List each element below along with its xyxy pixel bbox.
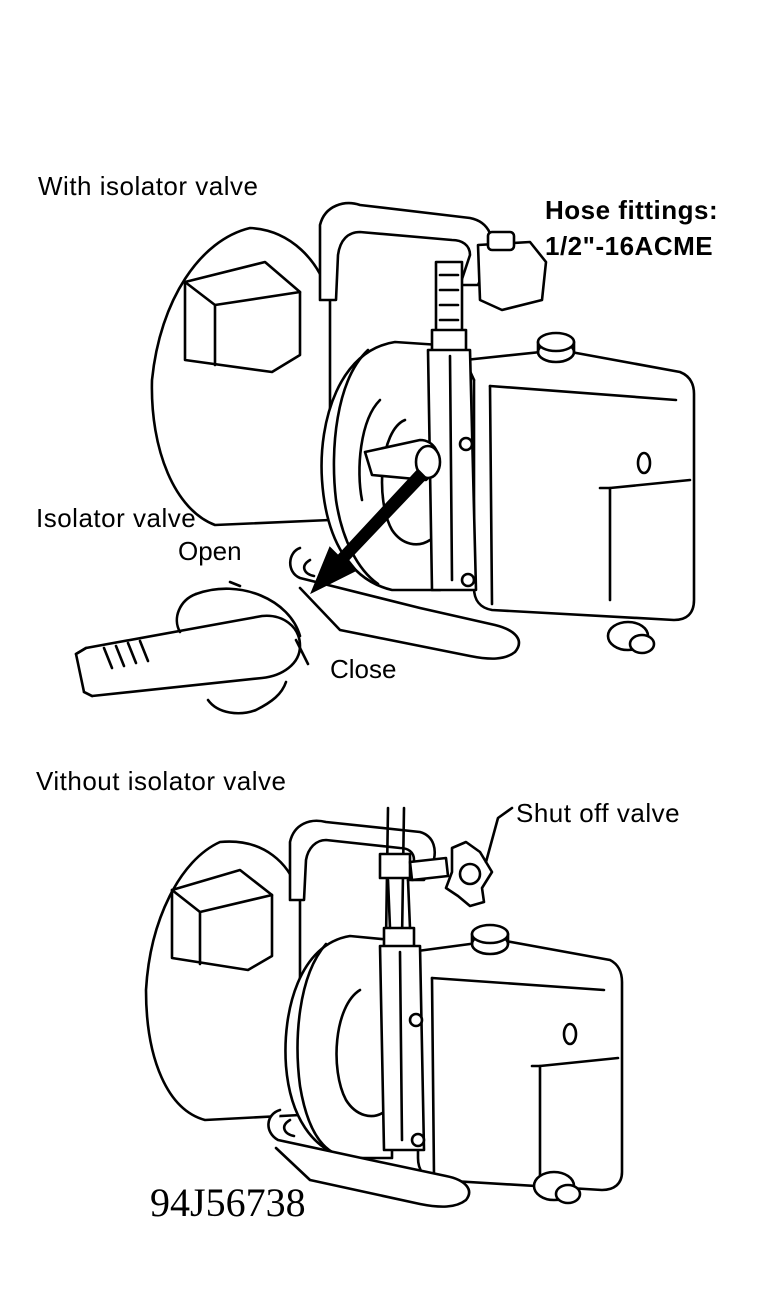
carry-handle (318, 201, 494, 302)
isolator-valve-lever (74, 614, 302, 698)
top-heading: With isolator valve (38, 171, 259, 201)
isolator-arrow (310, 468, 428, 595)
pump-body (463, 348, 696, 622)
figure-code: 94J56738 (150, 1180, 306, 1225)
hose-fittings-label: Hose fittings: (545, 195, 719, 225)
pump-with-isolator-drawing (74, 201, 696, 715)
pump-without-isolator-drawing (144, 806, 624, 1208)
bottom-heading: Vithout isolator valve (36, 766, 287, 796)
open-label: Open (178, 536, 242, 566)
isolator-valve-label: Isolator valve (36, 503, 197, 533)
shut-off-valve-label: Shut off valve (516, 798, 681, 828)
sight-glass (636, 451, 652, 475)
hose-fittings-spec: 1/2"-16ACME (545, 231, 714, 261)
junction-box (183, 260, 302, 374)
pump-base (288, 546, 521, 660)
exhaust-fitting (476, 240, 548, 312)
close-label: Close (330, 654, 397, 684)
